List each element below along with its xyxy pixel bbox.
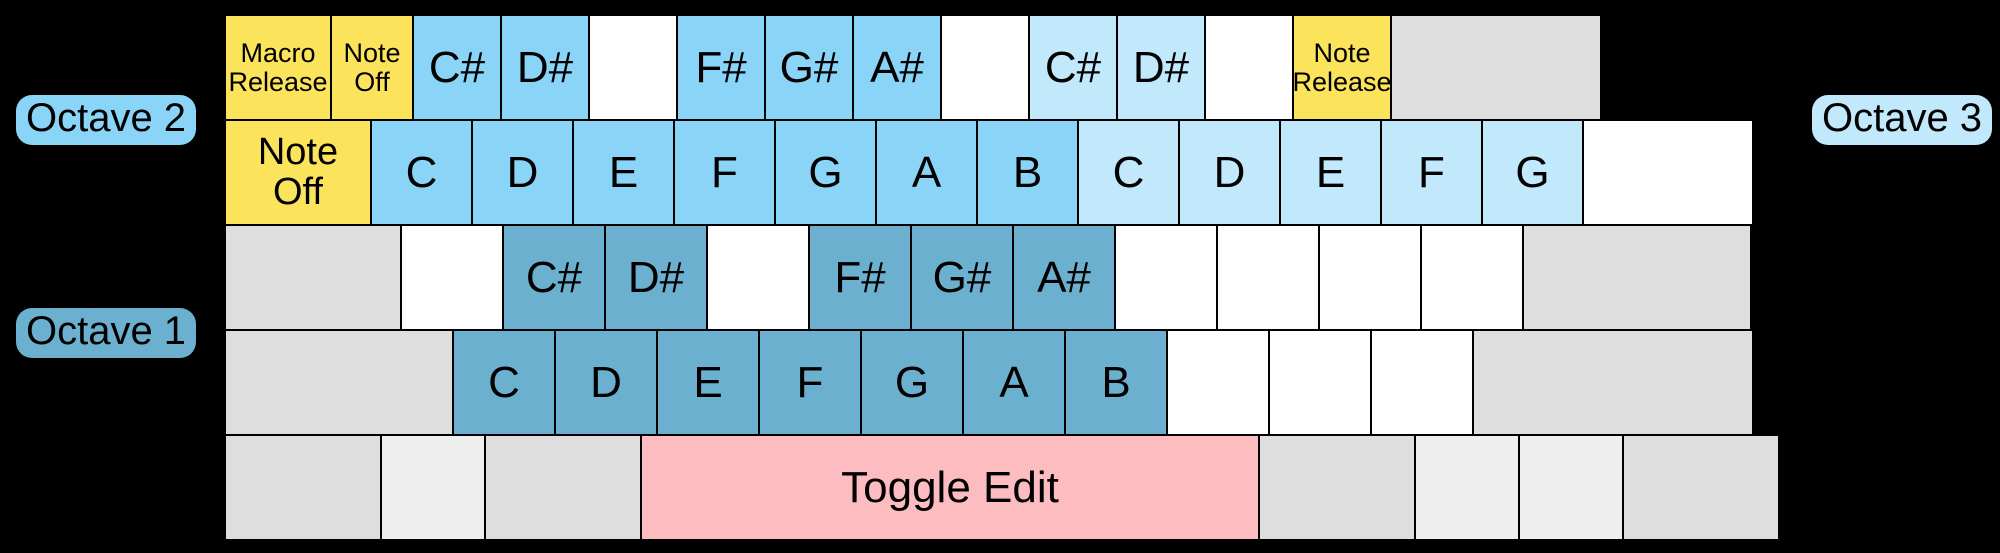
octave-2-badge: Octave 2: [16, 95, 196, 145]
key-z-row-5-g[interactable]: G: [860, 329, 964, 436]
key-a-row-6-gsharp[interactable]: G#: [910, 224, 1014, 331]
key-space-row-3-toggle-edit[interactable]: Toggle Edit: [640, 434, 1260, 541]
key-number-row-5-fsharp[interactable]: F#: [676, 14, 766, 121]
key-q-row-8-c[interactable]: C: [1077, 119, 1180, 226]
key-z-row-4-f[interactable]: F: [758, 329, 862, 436]
key-a-row-2-csharp[interactable]: C#: [502, 224, 606, 331]
key-space-row-7-blank: [1622, 434, 1780, 541]
key-number-row-2-csharp[interactable]: C#: [412, 14, 502, 121]
key-z-row-7-b[interactable]: B: [1064, 329, 1168, 436]
key-a-row-5-fsharp[interactable]: F#: [808, 224, 912, 331]
key-space-row-6-blank: [1518, 434, 1624, 541]
key-a-row-11-blank: [1420, 224, 1524, 331]
key-a-row-8-blank: [1114, 224, 1218, 331]
key-q-row-5-g[interactable]: G: [774, 119, 877, 226]
key-number-row-4-blank: [588, 14, 678, 121]
key-q-row-10-e[interactable]: E: [1279, 119, 1382, 226]
key-a-row-12-blank: [1522, 224, 1752, 331]
key-q-row-1-c[interactable]: C: [370, 119, 473, 226]
key-space-row-2-blank: [484, 434, 642, 541]
key-z-row-9-blank: [1268, 329, 1372, 436]
key-q-row-9-d[interactable]: D: [1178, 119, 1281, 226]
key-space-row-5-blank: [1414, 434, 1520, 541]
key-number-row-11-blank: [1204, 14, 1294, 121]
key-space-row-0-blank: [224, 434, 382, 541]
key-z-row-6-a[interactable]: A: [962, 329, 1066, 436]
key-a-row-1-blank: [400, 224, 504, 331]
key-number-row-0-macro-release[interactable]: Macro Release: [224, 14, 332, 121]
key-a-row-10-blank: [1318, 224, 1422, 331]
key-number-row-1-note-off[interactable]: Note Off: [330, 14, 414, 121]
key-z-row-11-blank: [1472, 329, 1754, 436]
key-q-row-7-b[interactable]: B: [976, 119, 1079, 226]
key-number-row-8-blank: [940, 14, 1030, 121]
key-number-row-10-dsharp[interactable]: D#: [1116, 14, 1206, 121]
octave-3-badge: Octave 3: [1812, 95, 1992, 145]
key-z-row-0-blank: [224, 329, 454, 436]
key-a-row-4-blank: [706, 224, 810, 331]
key-a-row-3-dsharp[interactable]: D#: [604, 224, 708, 331]
key-number-row-12-note-release[interactable]: Note Release: [1292, 14, 1392, 121]
key-number-row-6-gsharp[interactable]: G#: [764, 14, 854, 121]
key-q-row-0-note-off[interactable]: Note Off: [224, 119, 372, 226]
keyboard-row-a-row: C#D# F#G#A#: [224, 224, 1776, 331]
keyboard-row-space-row: Toggle Edit: [224, 434, 1780, 541]
key-z-row-2-d[interactable]: D: [554, 329, 658, 436]
key-a-row-7-asharp[interactable]: A#: [1012, 224, 1116, 331]
key-q-row-13-blank: [1582, 119, 1754, 226]
key-number-row-13-blank: [1390, 14, 1602, 121]
key-q-row-12-g[interactable]: G: [1481, 119, 1584, 226]
key-q-row-2-d[interactable]: D: [471, 119, 574, 226]
key-number-row-9-csharp[interactable]: C#: [1028, 14, 1118, 121]
key-a-row-9-blank: [1216, 224, 1320, 331]
key-number-row-7-asharp[interactable]: A#: [852, 14, 942, 121]
key-space-row-1-blank: [380, 434, 486, 541]
key-z-row-1-c[interactable]: C: [452, 329, 556, 436]
key-q-row-4-f[interactable]: F: [673, 119, 776, 226]
key-z-row-10-blank: [1370, 329, 1474, 436]
key-q-row-11-f[interactable]: F: [1380, 119, 1483, 226]
key-z-row-8-blank: [1166, 329, 1270, 436]
octave-1-badge: Octave 1: [16, 308, 196, 358]
key-space-row-4-blank: [1258, 434, 1416, 541]
key-q-row-3-e[interactable]: E: [572, 119, 675, 226]
key-z-row-3-e[interactable]: E: [656, 329, 760, 436]
key-number-row-3-dsharp[interactable]: D#: [500, 14, 590, 121]
key-a-row-0-blank: [224, 224, 402, 331]
key-q-row-6-a[interactable]: A: [875, 119, 978, 226]
